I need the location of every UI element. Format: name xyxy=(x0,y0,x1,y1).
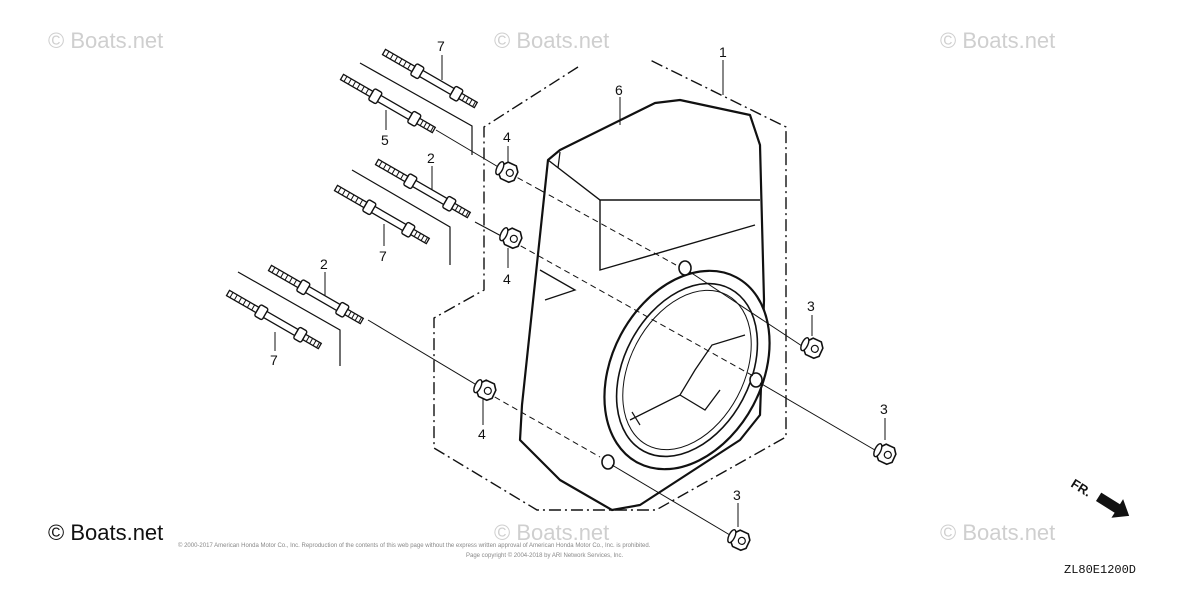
alignment-line xyxy=(499,167,541,191)
callout-number: 3 xyxy=(807,298,815,314)
flange-nut xyxy=(724,525,753,553)
stud-bolt xyxy=(224,286,324,353)
callout-number: 5 xyxy=(381,132,389,148)
flange-nut xyxy=(797,333,826,361)
alignment-line xyxy=(611,464,736,539)
stud-bolt xyxy=(380,45,480,112)
group-bracket xyxy=(351,169,451,265)
fine-print: © 2000-2017 American Honda Motor Co., In… xyxy=(178,543,651,549)
fan-shroud xyxy=(518,98,771,512)
callout-number: 2 xyxy=(427,150,435,166)
callout-number: 7 xyxy=(437,38,445,54)
flange-nut xyxy=(496,223,525,251)
watermark: © Boats.net xyxy=(494,520,610,545)
alignment-line xyxy=(485,391,601,458)
assembly-bracket-line xyxy=(433,59,787,511)
diagram-code: ZL80E1200D xyxy=(1064,563,1137,577)
alignment-line xyxy=(511,240,756,378)
flange-nut xyxy=(870,439,899,467)
watermark: © Boats.net xyxy=(48,28,164,53)
copyright-label: © Boats.net xyxy=(48,520,164,545)
callout-number: 4 xyxy=(503,271,511,287)
stud-bolt xyxy=(266,261,366,328)
alignment-line xyxy=(539,189,677,266)
watermark: © Boats.net xyxy=(940,28,1056,53)
group-bracket xyxy=(359,62,473,155)
stud-bolt xyxy=(332,181,432,248)
flange-nut xyxy=(470,375,499,403)
direction-label: FR. xyxy=(1068,476,1094,500)
callout-number: 4 xyxy=(503,129,511,145)
watermark: © Boats.net xyxy=(494,28,610,53)
flange-nut xyxy=(492,157,521,185)
callout-number: 2 xyxy=(320,256,328,272)
group-bracket xyxy=(237,271,341,366)
callout-number: 3 xyxy=(880,401,888,417)
watermark: © Boats.net xyxy=(940,520,1056,545)
callout-number: 7 xyxy=(270,352,278,368)
callout-number: 7 xyxy=(379,248,387,264)
alignment-line xyxy=(367,319,481,388)
alignment-line xyxy=(689,271,806,349)
fine-print: Page copyright © 2004-2018 by ARI Networ… xyxy=(466,553,624,559)
front-direction-indicator: FR. xyxy=(1068,476,1130,518)
alignment-line xyxy=(759,382,881,454)
arrow-right-icon xyxy=(1095,492,1130,518)
callout-number: 3 xyxy=(733,487,741,503)
callout-number: 4 xyxy=(478,426,486,442)
alignment-line xyxy=(435,129,501,169)
callout-number: 6 xyxy=(615,82,623,98)
stud-bolt xyxy=(338,70,438,137)
callout-number: 1 xyxy=(719,44,727,60)
